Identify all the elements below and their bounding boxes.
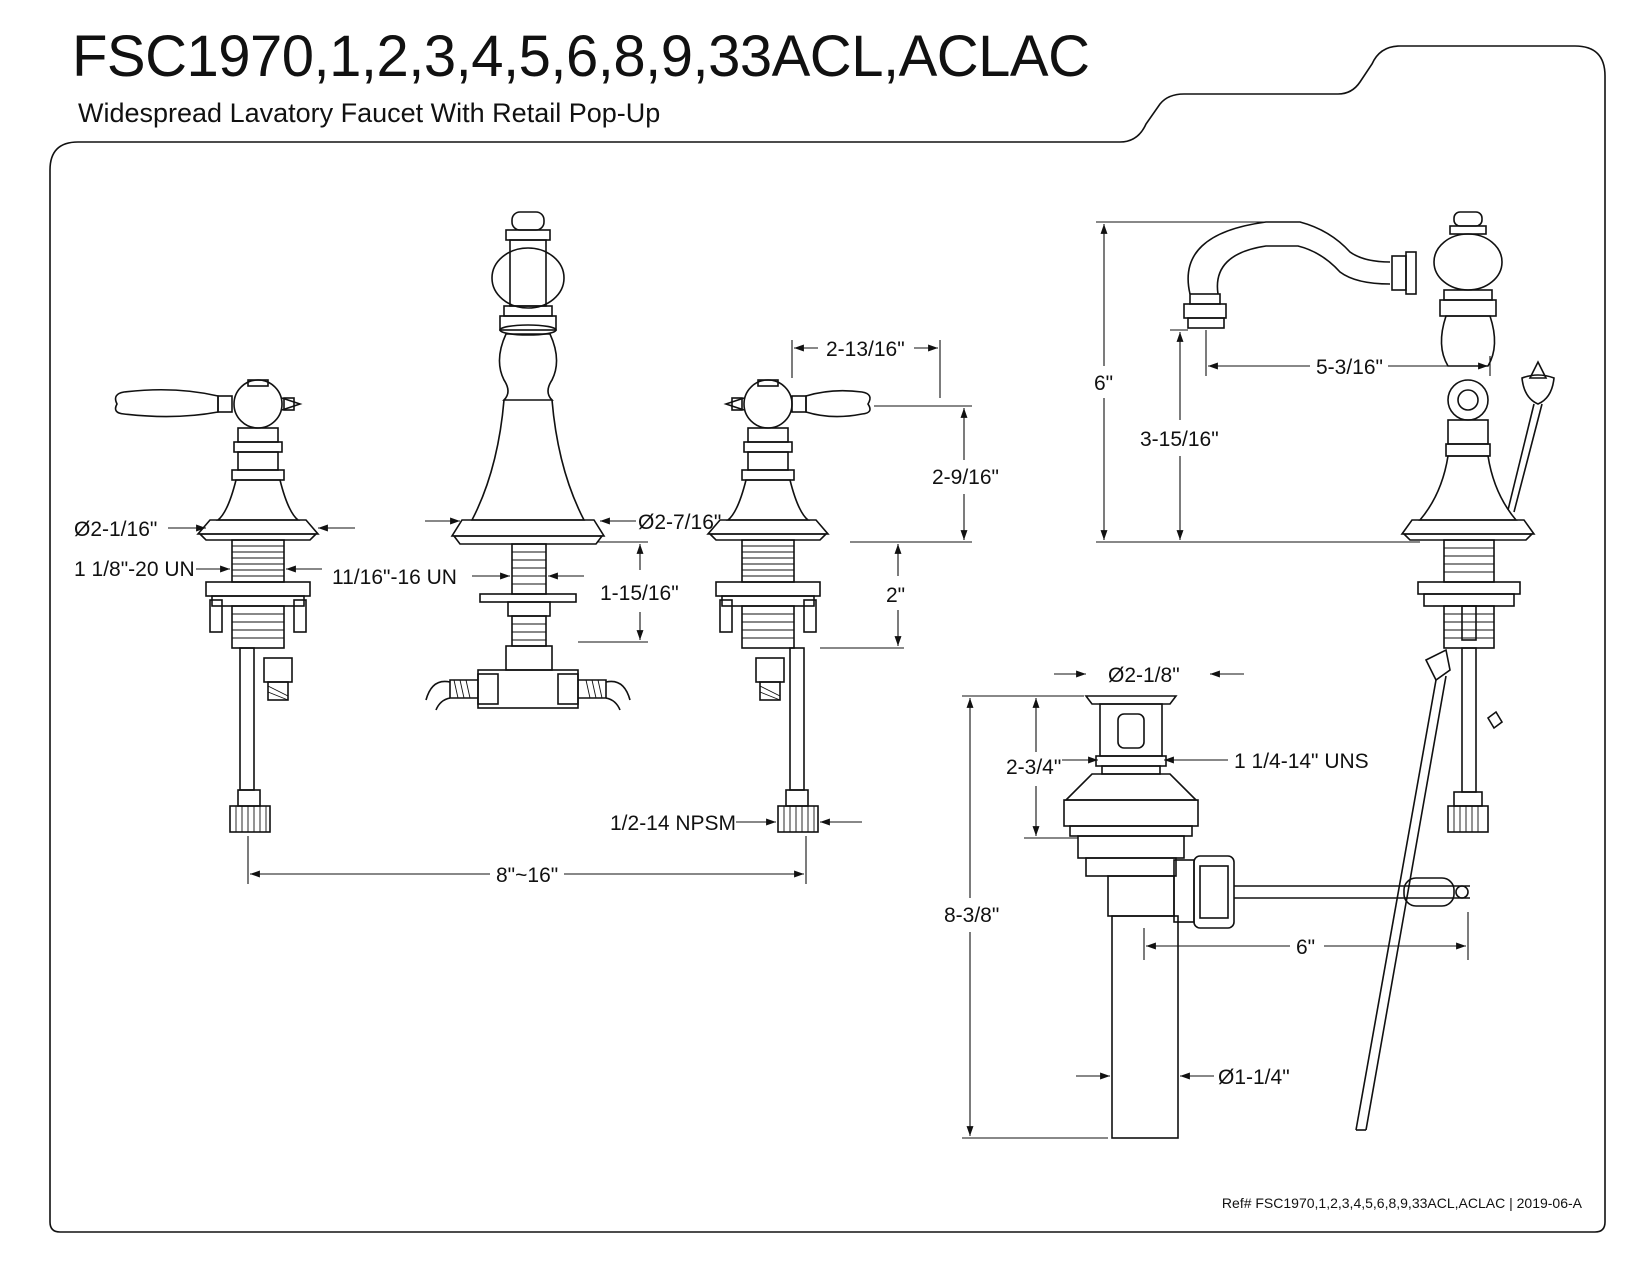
dim-drain-total-height: 8-3/8" — [944, 904, 999, 927]
right-handle-valve — [706, 379, 871, 833]
dim-drain-thread: 1 1/4-14" UNS — [1234, 750, 1369, 773]
dim-handle-height: 2-9/16" — [932, 466, 999, 489]
dim-overall-height: 6" — [1094, 372, 1113, 395]
drawing-frame — [49, 45, 1606, 1233]
popup-drain-assembly — [1063, 695, 1470, 1139]
dim-spout-shank-length: 1-15/16" — [600, 582, 679, 605]
dim-left-thread: 1 1/8"-20 UN — [74, 558, 195, 581]
dim-spout-thread: 11/16"-16 UN — [332, 566, 457, 589]
dim-supply-thread: 1/2-14 NPSM — [610, 812, 736, 835]
dim-spout-reach: 5-3/16" — [1316, 356, 1383, 379]
dim-tailpiece-diameter: Ø1-1/4" — [1218, 1066, 1290, 1089]
dim-right-shank-length: 2" — [886, 584, 905, 607]
dim-spread: 8"~16" — [496, 864, 558, 887]
dim-handle-width: 2-13/16" — [826, 338, 905, 361]
dim-left-handle-diameter: Ø2-1/16" — [74, 518, 157, 541]
drawing-subtitle: Widespread Lavatory Faucet With Retail P… — [78, 98, 661, 128]
dim-drain-flange-diameter: Ø2-1/8" — [1108, 664, 1180, 687]
dim-spout-clearance: 3-15/16" — [1140, 428, 1219, 451]
drawing-title: FSC1970,1,2,3,4,5,6,8,9,33ACL,ACLAC — [72, 24, 1090, 89]
dim-pivot-rod-length: 6" — [1296, 936, 1315, 959]
faucet-side-view — [1183, 211, 1555, 1131]
drawing-reference: Ref# FSC1970,1,2,3,4,5,6,8,9,33ACL,ACLAC… — [1222, 1195, 1583, 1211]
dim-spout-base-diameter: Ø2-7/16" — [638, 511, 721, 534]
left-handle-valve — [114, 379, 320, 833]
spout-front-view — [425, 211, 631, 711]
dim-drain-body-height: 2-3/4" — [1006, 756, 1061, 779]
